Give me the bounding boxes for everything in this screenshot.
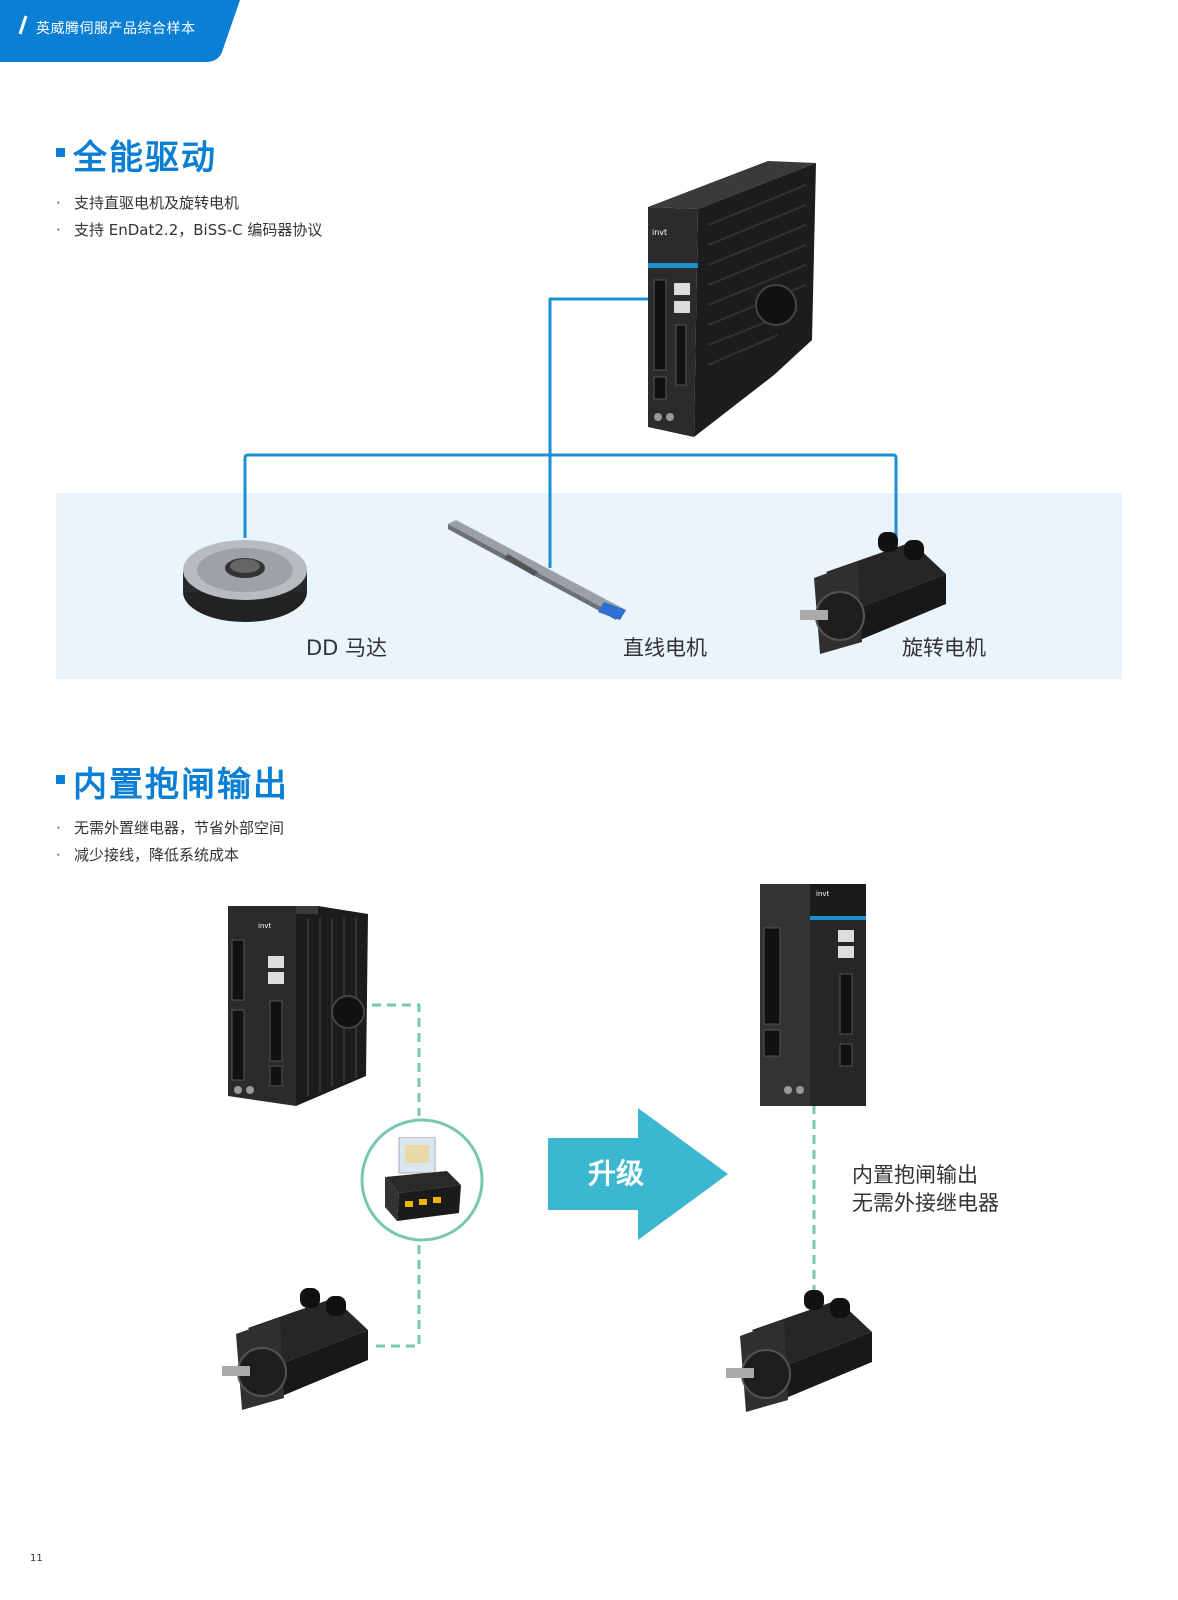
svg-text:invt: invt (816, 890, 830, 898)
page-number: 11 (30, 1553, 43, 1564)
section2-bullet: ·无需外置继电器，节省外部空间 (56, 819, 285, 837)
linear-motor-label: 直线电机 (623, 636, 707, 660)
section1-title: 全能驱动 (73, 138, 217, 178)
section2-title: 内置抱闸输出 (73, 765, 289, 805)
section1-bullet: ·支持 EnDat2.2，BiSS-C 编码器协议 (56, 221, 323, 239)
rotary-motor-image (800, 532, 946, 654)
section2-bullet: ·减少接线，降低系统成本 (56, 846, 240, 864)
relay-image (385, 1137, 461, 1221)
note-line: 内置抱闸输出 (852, 1163, 978, 1187)
section1-bullet: ·支持直驱电机及旋转电机 (56, 194, 240, 212)
servo-drive-image: invt (648, 161, 816, 437)
upgrade-label: 升级 (588, 1157, 645, 1190)
new-servo-drive-image: invt (760, 884, 866, 1106)
dd-motor-image (183, 540, 307, 622)
connection-lines (243, 297, 898, 568)
svg-text:invt: invt (652, 228, 667, 237)
section2-marker (56, 775, 65, 784)
rotary-motor-label: 旋转电机 (902, 636, 986, 660)
header-tab (0, 0, 240, 62)
section1-marker (56, 148, 65, 157)
old-servo-drive-image: invt (228, 906, 368, 1106)
header-title: 英威腾伺服产品综合样本 (36, 21, 196, 37)
rotary-motor-image-new (726, 1290, 872, 1412)
upgrade-arrow (548, 1108, 728, 1240)
linear-motor-image (448, 520, 626, 620)
note-line: 无需外接继电器 (852, 1191, 999, 1215)
dd-motor-label: DD 马达 (306, 636, 388, 660)
svg-text:invt: invt (258, 922, 272, 930)
rotary-motor-image-old (222, 1288, 368, 1410)
